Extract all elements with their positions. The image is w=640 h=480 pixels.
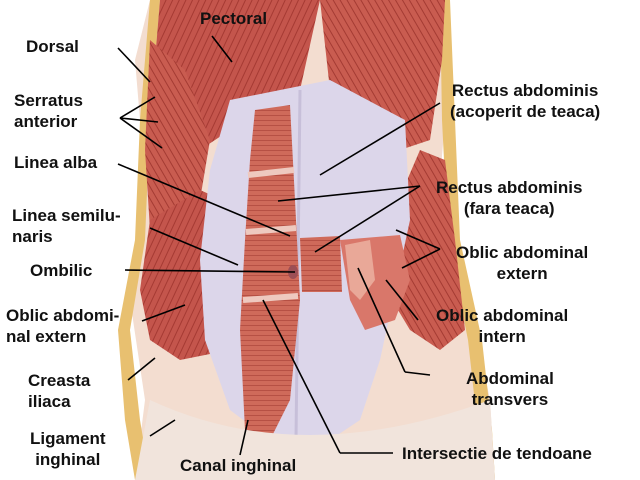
label-oblic-extern-left-line2: nal extern xyxy=(6,327,87,346)
label-intersectie-tendoane: Intersectie de tendoane xyxy=(402,444,592,463)
label-oblic-extern-right-line1: Oblic abdominal xyxy=(456,243,589,262)
label-oblic-intern: Oblic abdominal intern xyxy=(436,305,568,347)
label-oblic-extern-left-line1: Oblic abdomi- xyxy=(6,306,120,325)
label-oblic-extern-left: Oblic abdomi- nal extern xyxy=(6,305,119,347)
label-linea-alba: Linea alba xyxy=(14,153,98,172)
label-ligament-line2: inghinal xyxy=(35,450,101,469)
rectus-flap xyxy=(300,236,342,292)
label-creasta-line2: iliaca xyxy=(28,392,71,411)
label-ligament-line1: Ligament xyxy=(30,429,106,448)
label-serratus: Serratus anterior xyxy=(14,90,83,132)
label-oblic-intern-line2: intern xyxy=(478,327,526,346)
label-rectus-covered: Rectus abdominis (acoperit de teaca) xyxy=(450,80,600,122)
label-oblic-extern-right: Oblic abdominal extern xyxy=(456,242,588,284)
tendinous-intersection xyxy=(247,167,295,178)
label-pectoral: Pectoral xyxy=(200,9,268,28)
label-ombilic: Ombilic xyxy=(30,261,93,280)
leader-lines xyxy=(117,35,441,456)
transverse-flap xyxy=(345,240,375,300)
label-serratus-line1: Serratus xyxy=(14,91,83,110)
label-dorsal: Dorsal xyxy=(26,37,79,56)
fat-right xyxy=(440,0,495,480)
label-linea-semilunaris: Linea semilu- naris xyxy=(12,205,121,247)
label-abdominal-transvers: Abdominal transvers xyxy=(466,368,554,410)
label-rectus-covered-line1: Rectus abdominis xyxy=(451,81,599,100)
label-rectus-uncovered: Rectus abdominis (fara teaca) xyxy=(436,177,582,219)
label-oblic-extern-right-line2: extern xyxy=(496,264,548,283)
label-creasta-line1: Creasta xyxy=(28,371,91,390)
label-linea-semilunaris-line2: naris xyxy=(12,227,53,246)
label-ligament-inghinal: Ligament inghinal xyxy=(30,428,106,470)
label-creasta-iliaca: Creasta iliaca xyxy=(28,370,90,412)
label-rectus-uncovered-line1: Rectus abdominis xyxy=(436,178,583,197)
chest-muscle-right xyxy=(320,0,445,150)
label-transvers-line2: transvers xyxy=(471,390,549,409)
label-linea-semilunaris-line1: Linea semilu- xyxy=(12,206,121,225)
label-rectus-uncovered-line2: (fara teaca) xyxy=(463,199,555,218)
tendinous-intersection xyxy=(242,293,299,303)
tendinous-intersection xyxy=(245,225,297,235)
label-transvers-line1: Abdominal xyxy=(466,369,554,388)
label-oblic-intern-line1: Oblic abdominal xyxy=(436,306,569,325)
label-serratus-line2: anterior xyxy=(14,112,78,131)
label-rectus-covered-line2: (acoperit de teaca) xyxy=(450,102,601,121)
groin-region xyxy=(135,400,495,480)
label-canal-inghinal: Canal inghinal xyxy=(180,456,297,475)
